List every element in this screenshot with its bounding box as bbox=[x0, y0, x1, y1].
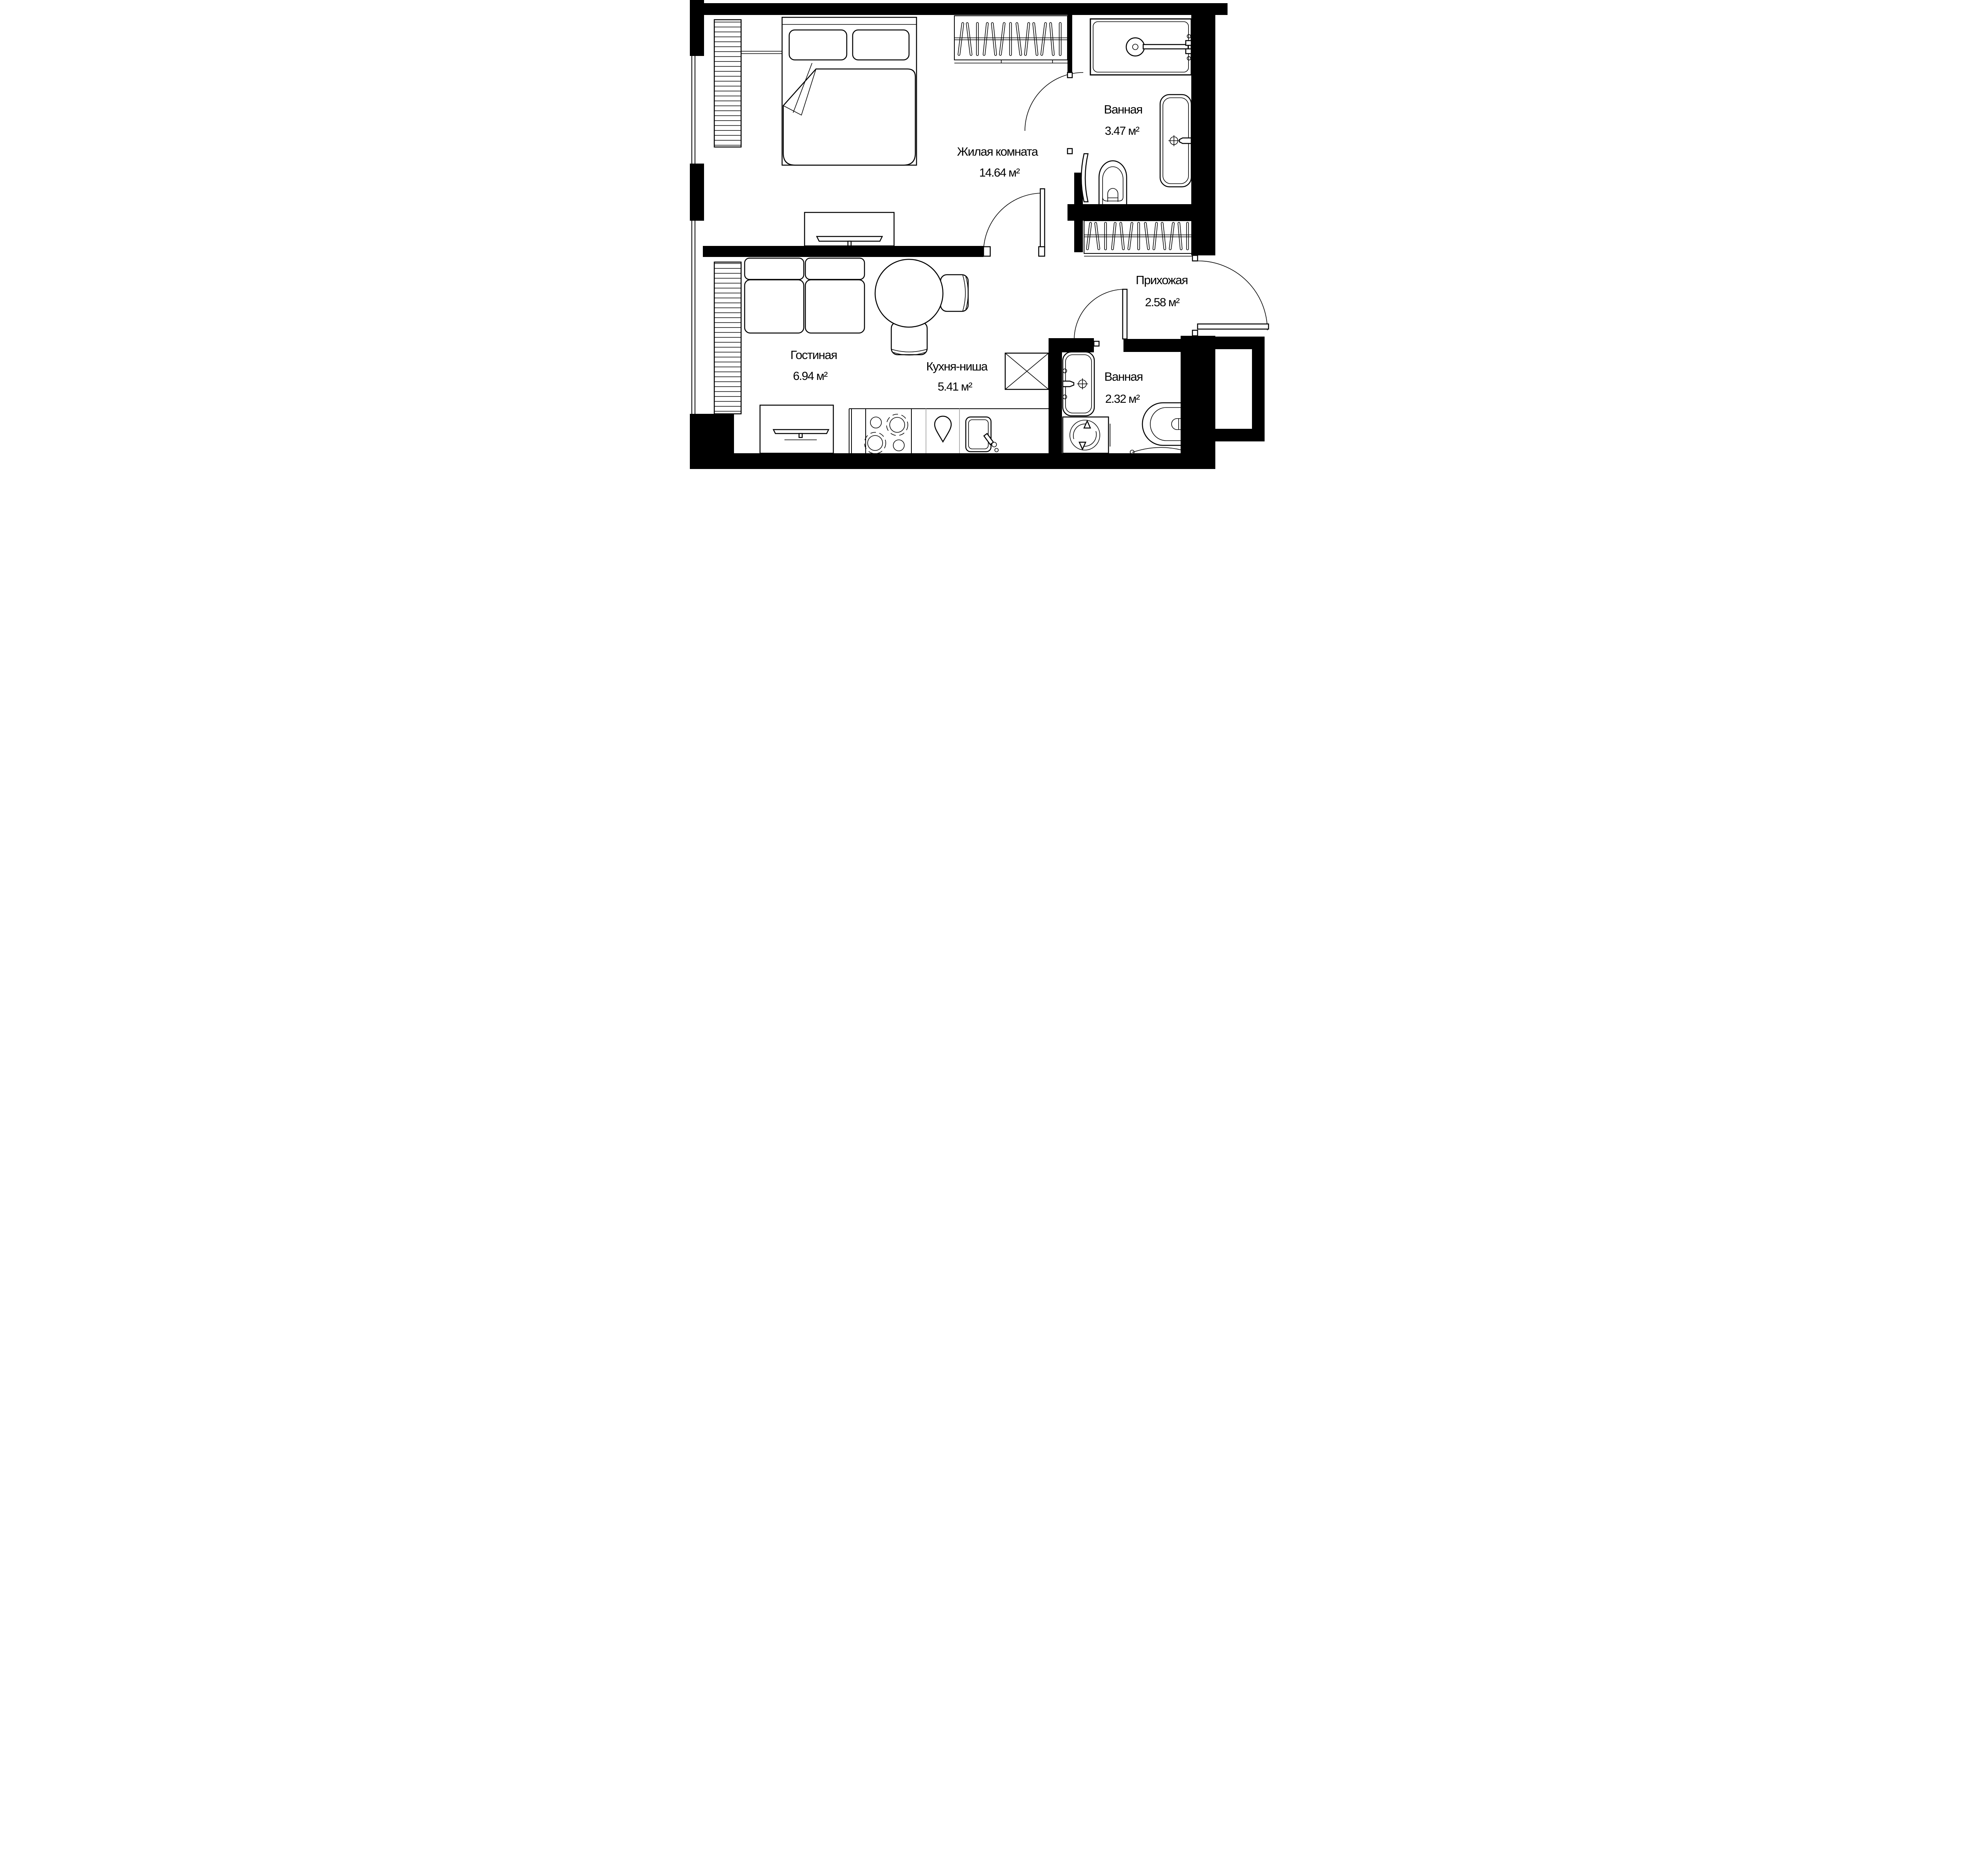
hall-wardrobe-icon bbox=[1084, 220, 1193, 257]
floor-plan-svg: Жилая комната 14.64 м² bbox=[690, 0, 1281, 469]
hallway-label: Прихожая bbox=[1136, 273, 1188, 287]
bedroom-label: Жилая комната bbox=[957, 145, 1039, 158]
vent-box-icon bbox=[1004, 352, 1049, 390]
wall-left-mid-pillar bbox=[690, 164, 704, 221]
windows bbox=[691, 19, 782, 415]
hallway: Прихожая 2.58 м² bbox=[1136, 255, 1269, 337]
floor-plan: Жилая комната 14.64 м² bbox=[690, 0, 1281, 469]
bathroom-2-label: Ванная bbox=[1104, 370, 1142, 383]
sink-2-icon bbox=[1062, 351, 1095, 417]
dining-set-icon bbox=[874, 259, 969, 355]
bathroom-2: Ванная 2.32 м² bbox=[1062, 288, 1182, 454]
chair-right-icon bbox=[940, 274, 969, 312]
wall-bathroom1-bottom bbox=[1067, 204, 1214, 221]
washing-machine-icon bbox=[1062, 416, 1110, 454]
facade-glazing-lines bbox=[691, 56, 695, 414]
tv-console-bedroom-icon bbox=[804, 212, 895, 247]
bathroom-2-area: 2.32 м² bbox=[1105, 393, 1140, 406]
bedroom-door-icon bbox=[983, 188, 1045, 257]
kitchen-counter-icon bbox=[849, 408, 1049, 453]
towel-rail-icon bbox=[1132, 447, 1182, 453]
wall-landing-right bbox=[1252, 337, 1265, 441]
lounge-label: Гостиная bbox=[790, 348, 837, 362]
kitchen-sink-icon bbox=[965, 416, 999, 452]
wall-bedroom-living-divider bbox=[703, 246, 984, 257]
sofa-icon bbox=[744, 257, 865, 334]
lounge: Гостиная 6.94 м² bbox=[744, 257, 865, 454]
bedroom: Жилая комната 14.64 м² bbox=[781, 15, 1068, 257]
wall-kitchen-bathroom2 bbox=[1049, 338, 1062, 469]
bathroom-1-area: 3.47 м² bbox=[1105, 125, 1140, 138]
kitchen-drop-icon bbox=[934, 415, 952, 443]
entry-door-icon bbox=[1192, 255, 1269, 337]
wall-bottom bbox=[704, 453, 1181, 469]
towel-rail-end bbox=[1130, 450, 1135, 454]
hallway-area: 2.58 м² bbox=[1145, 296, 1180, 309]
bathroom-2-door-icon bbox=[1074, 288, 1128, 347]
bedroom-area: 14.64 м² bbox=[979, 166, 1020, 179]
window-sill-line bbox=[741, 51, 782, 54]
walls bbox=[690, 0, 1265, 469]
wall-landing-bottom bbox=[1215, 429, 1265, 441]
kitchen: Кухня-ниша 5.41 м² bbox=[849, 352, 1049, 454]
wall-right-upper bbox=[1191, 14, 1215, 255]
window-lounge-icon bbox=[714, 261, 742, 415]
wall-bathroom1-left-stub bbox=[1067, 14, 1072, 73]
kitchen-label: Кухня-ниша bbox=[926, 359, 988, 373]
bedroom-wardrobe-icon bbox=[954, 15, 1068, 63]
wall-bottom-right-block bbox=[1181, 336, 1215, 469]
tv-console-lounge-icon bbox=[759, 404, 834, 454]
stove-icon bbox=[864, 414, 908, 454]
wall-bathroom2-top-right bbox=[1123, 339, 1181, 352]
shower-tray-icon bbox=[1090, 18, 1192, 76]
bathroom-1-label: Ванная bbox=[1104, 102, 1142, 116]
toilet-1-icon bbox=[1098, 160, 1127, 204]
sink-1-icon bbox=[1159, 94, 1196, 188]
wall-bathroom2-top-left bbox=[1049, 338, 1094, 352]
bathroom-1-door-icon bbox=[1025, 72, 1089, 203]
window-bedroom-icon bbox=[714, 19, 742, 148]
chair-bottom-icon bbox=[890, 321, 928, 355]
bathroom-1: Ванная 3.47 м² bbox=[1025, 18, 1196, 204]
bed-icon bbox=[781, 17, 917, 166]
toilet-2-icon bbox=[1142, 402, 1181, 446]
table-icon bbox=[874, 259, 944, 328]
lounge-area: 6.94 м² bbox=[793, 370, 828, 383]
wall-top-left-pillar bbox=[690, 0, 704, 56]
wall-top bbox=[693, 3, 1228, 15]
kitchen-area: 5.41 м² bbox=[938, 380, 972, 393]
